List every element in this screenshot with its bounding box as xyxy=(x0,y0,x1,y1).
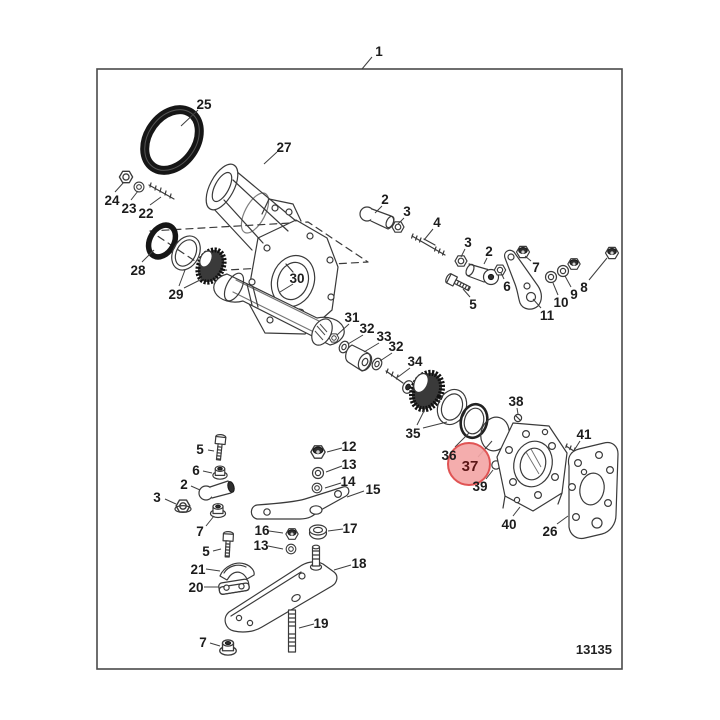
part-art-40 xyxy=(496,422,568,512)
callout-38[interactable]: 38 xyxy=(508,394,524,409)
part-art-15 xyxy=(250,486,350,520)
callout-40[interactable]: 40 xyxy=(501,517,516,532)
figure-code: 13135 xyxy=(576,642,612,657)
callout-5c[interactable]: 5 xyxy=(202,544,210,559)
part-art-2c xyxy=(198,480,235,501)
callout-12[interactable]: 12 xyxy=(341,439,356,454)
part-art-6b xyxy=(212,465,228,480)
highlight-37[interactable] xyxy=(447,442,491,486)
callout-33[interactable]: 33 xyxy=(376,329,392,344)
callout-21[interactable]: 21 xyxy=(190,562,206,577)
part-art-35 xyxy=(408,369,468,426)
part-art-7c xyxy=(219,639,237,656)
callout-32a[interactable]: 32 xyxy=(359,321,374,336)
callout-7c[interactable]: 7 xyxy=(199,635,207,650)
part-art-2a xyxy=(359,206,395,230)
part-art-23 xyxy=(133,181,145,193)
callout-22[interactable]: 22 xyxy=(138,206,153,221)
callout-2a[interactable]: 2 xyxy=(381,192,389,207)
callout-24[interactable]: 24 xyxy=(104,193,120,208)
part-art-30 xyxy=(213,272,345,346)
dashed-locator-outline xyxy=(149,221,369,272)
diagram-artwork xyxy=(118,105,620,656)
callout-9[interactable]: 9 xyxy=(570,287,578,302)
callout-labels: 1 25 27 24 23 22 28 29 30 2 3 4 3 2 7 6 … xyxy=(104,44,592,650)
callout-30[interactable]: 30 xyxy=(289,271,304,286)
callout-17[interactable]: 17 xyxy=(342,521,357,536)
callout-5b[interactable]: 5 xyxy=(196,442,204,457)
callout-35[interactable]: 35 xyxy=(405,426,421,441)
part-art-38 xyxy=(513,413,523,423)
part-art-7a xyxy=(515,245,531,259)
part-art-34 xyxy=(385,368,414,394)
part-art-8 xyxy=(567,258,581,270)
callout-14[interactable]: 14 xyxy=(340,474,356,489)
callout-7b[interactable]: 7 xyxy=(196,524,204,539)
part-art-4 xyxy=(411,233,446,256)
part-art-16 xyxy=(285,528,299,540)
callout-34[interactable]: 34 xyxy=(407,354,423,369)
part-art-36 xyxy=(459,402,489,440)
part-art-28 xyxy=(145,222,179,260)
callout-13b[interactable]: 13 xyxy=(253,538,269,553)
callout-3b[interactable]: 3 xyxy=(464,235,472,250)
callout-6a[interactable]: 6 xyxy=(503,279,511,294)
callout-18[interactable]: 18 xyxy=(351,556,367,571)
callout-1[interactable]: 1 xyxy=(375,44,383,59)
callout-11[interactable]: 11 xyxy=(540,308,555,323)
callout-29[interactable]: 29 xyxy=(168,287,183,302)
part-art-9 xyxy=(556,264,570,278)
callout-7a[interactable]: 7 xyxy=(532,260,540,275)
callout-2c[interactable]: 2 xyxy=(180,477,188,492)
part-art-24 xyxy=(118,170,134,184)
part-art-10 xyxy=(544,270,558,284)
callout-6b[interactable]: 6 xyxy=(192,463,200,478)
callout-10[interactable]: 10 xyxy=(553,295,568,310)
part-art-2b xyxy=(465,263,500,286)
part-art-12 xyxy=(310,445,326,459)
part-art-14 xyxy=(311,482,323,494)
part-art-3c xyxy=(174,499,192,514)
callout-23[interactable]: 23 xyxy=(121,201,137,216)
part-art-3b xyxy=(454,255,468,267)
callout-27[interactable]: 27 xyxy=(276,140,291,155)
part-art-13a xyxy=(311,466,325,480)
callout-26[interactable]: 26 xyxy=(542,524,558,539)
part-art-nut-right xyxy=(604,246,620,260)
part-art-29 xyxy=(171,235,227,285)
part-art-22 xyxy=(148,182,175,200)
callout-15[interactable]: 15 xyxy=(365,482,381,497)
part-art-32b xyxy=(371,357,383,371)
callout-36[interactable]: 36 xyxy=(441,448,457,463)
part-art-19 xyxy=(287,609,297,653)
callout-4[interactable]: 4 xyxy=(433,215,441,230)
part-art-20 xyxy=(218,578,250,595)
callout-25[interactable]: 25 xyxy=(196,97,212,112)
part-art-18 xyxy=(224,544,338,633)
callout-20[interactable]: 20 xyxy=(188,580,203,595)
callout-19[interactable]: 19 xyxy=(313,616,328,631)
callout-16[interactable]: 16 xyxy=(254,523,270,538)
callout-5a[interactable]: 5 xyxy=(469,297,477,312)
callout-13a[interactable]: 13 xyxy=(341,457,357,472)
part-art-25 xyxy=(140,105,204,175)
callout-28[interactable]: 28 xyxy=(130,263,146,278)
callout-2b[interactable]: 2 xyxy=(485,244,493,259)
callout-3a[interactable]: 3 xyxy=(403,204,411,219)
part-art-13b xyxy=(285,543,297,555)
part-art-26 xyxy=(567,441,619,540)
callout-3c[interactable]: 3 xyxy=(153,490,161,505)
callout-41[interactable]: 41 xyxy=(576,427,592,442)
callout-31[interactable]: 31 xyxy=(344,310,360,325)
callout-8[interactable]: 8 xyxy=(580,280,588,295)
callout-39[interactable]: 39 xyxy=(472,479,487,494)
callout-37-highlighted[interactable]: 37 xyxy=(462,458,479,475)
part-art-7b xyxy=(209,503,227,519)
part-art-17 xyxy=(308,524,328,540)
part-art-6a xyxy=(493,264,507,276)
callout-32b[interactable]: 32 xyxy=(388,339,403,354)
highlight-circle[interactable] xyxy=(447,442,491,486)
